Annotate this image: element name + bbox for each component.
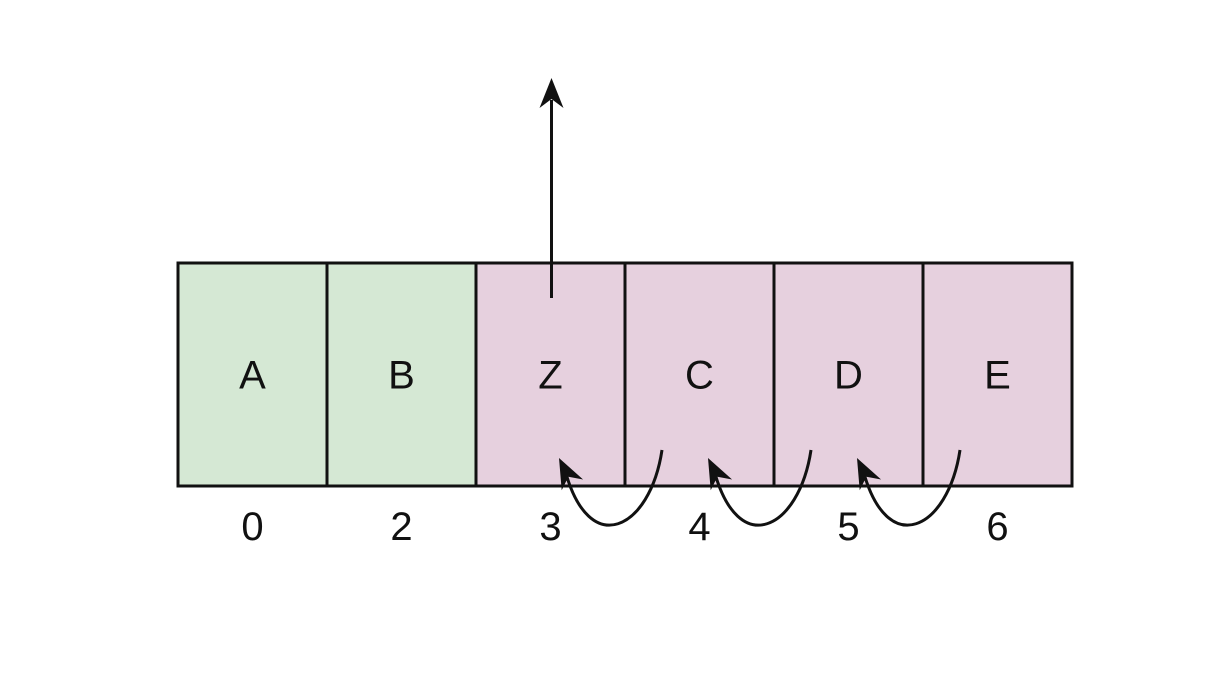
- cell-label: E: [984, 354, 1011, 398]
- index-label: 4: [688, 505, 710, 549]
- array-cell: C: [623, 261, 776, 488]
- shift-arrow-curve: [861, 449, 962, 527]
- arrows: [539, 78, 962, 527]
- index-label: 2: [390, 505, 412, 549]
- index-label: 5: [837, 505, 859, 549]
- cell-box: [623, 261, 776, 488]
- cell-box: [772, 261, 925, 488]
- curved-arrow-icon: [857, 458, 882, 491]
- cell-label: D: [834, 354, 863, 398]
- shift-arrow: [708, 449, 813, 527]
- cell-label: Z: [538, 354, 562, 398]
- cell-label: B: [388, 354, 415, 398]
- cell-box: [921, 261, 1074, 488]
- shift-arrow: [857, 449, 962, 527]
- cell-box: [176, 261, 329, 488]
- index-label: 3: [539, 505, 561, 549]
- cell-label: C: [685, 354, 714, 398]
- cell-label: A: [239, 354, 266, 398]
- arrow-up-icon: [539, 78, 564, 108]
- curved-arrow-icon: [708, 458, 733, 491]
- shift-arrow: [559, 449, 664, 527]
- array-cell: E: [921, 261, 1074, 488]
- index-label: 6: [986, 505, 1008, 549]
- shift-arrow-curve: [563, 449, 664, 527]
- shift-arrow-curve: [712, 449, 813, 527]
- array-cell: D: [772, 261, 925, 488]
- array-cell: A: [176, 261, 329, 488]
- index-label: 0: [241, 505, 263, 549]
- array-cell: B: [325, 261, 478, 488]
- remove-arrow: [539, 78, 564, 298]
- cell-box: [325, 261, 478, 488]
- array-indices: 0 2 3 4 5 6: [241, 505, 1008, 549]
- curved-arrow-icon: [559, 458, 584, 491]
